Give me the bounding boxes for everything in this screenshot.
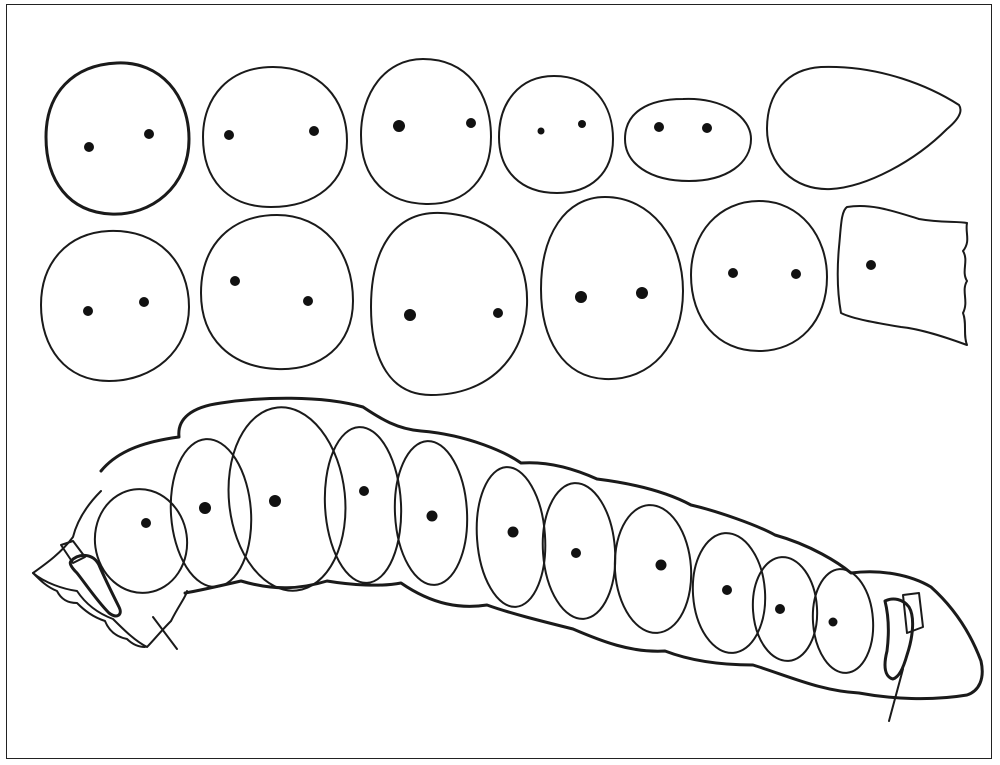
body-segments xyxy=(88,401,876,675)
head-outline[interactable] xyxy=(33,491,187,647)
section-outline xyxy=(691,201,827,351)
section-outline xyxy=(201,215,353,369)
body-outline xyxy=(101,398,982,698)
section-outline xyxy=(625,99,751,181)
section-outline xyxy=(46,63,189,214)
larva-body xyxy=(33,398,982,721)
section-outline xyxy=(499,76,613,193)
body-segment[interactable] xyxy=(809,567,876,675)
larva-segment-diagram xyxy=(7,5,993,760)
section-outline xyxy=(541,197,683,379)
section-outline-tail xyxy=(838,206,968,345)
section-outline xyxy=(203,67,347,207)
section-outline xyxy=(371,213,527,395)
figure-frame xyxy=(6,4,992,759)
body-segment[interactable] xyxy=(611,503,696,636)
top-row-sections xyxy=(46,59,961,214)
body-segment[interactable] xyxy=(88,483,194,599)
section-outline xyxy=(361,59,491,204)
section-outline-head xyxy=(767,67,961,189)
bottom-row-sections xyxy=(41,197,967,395)
leg-left xyxy=(153,617,177,649)
section-outline xyxy=(41,231,189,381)
anal-proleg xyxy=(885,599,913,679)
mandible xyxy=(70,555,120,615)
